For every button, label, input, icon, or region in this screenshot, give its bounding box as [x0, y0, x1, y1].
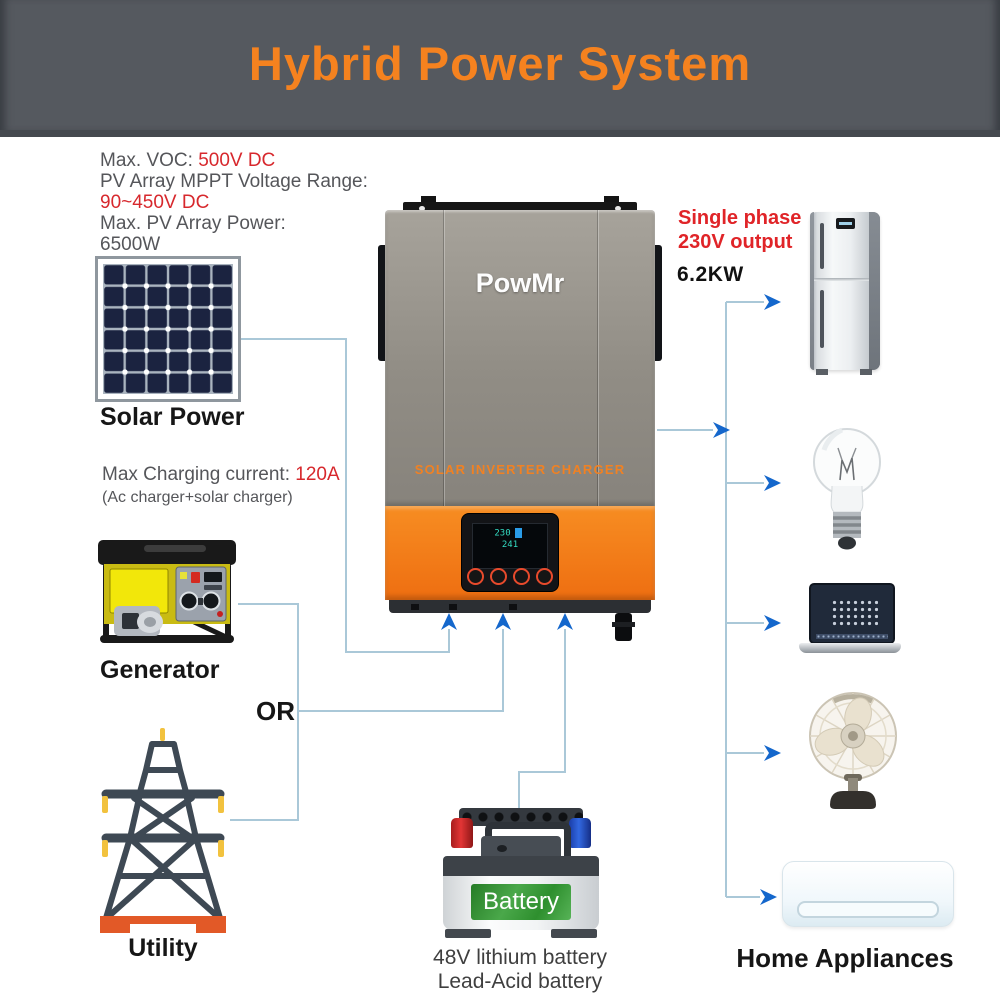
pv-specs: Max. VOC: 500V DC PV Array MPPT Voltage … — [100, 150, 368, 255]
button-enter — [536, 568, 553, 585]
display-panel: 230 241 — [462, 514, 558, 591]
inverter-image: PowMr SOLAR INVERTER CHARGER 230 241 — [378, 196, 662, 641]
charging-value: 120A — [295, 464, 340, 485]
mount-tab-left — [421, 196, 436, 204]
battery-badge: Battery — [471, 884, 571, 920]
refrigerator-icon — [810, 212, 880, 375]
home-appliances-label: Home Appliances — [736, 943, 954, 973]
arrow-right-ac-icon — [760, 889, 777, 905]
laptop-icon — [799, 583, 901, 653]
spec-power-value: 6500W — [100, 234, 161, 255]
generator-label: Generator — [100, 656, 220, 684]
inverter-terminal-strip — [389, 600, 651, 613]
or-label: OR — [256, 696, 295, 726]
brand-logo: PowMr — [475, 268, 565, 298]
output-phase-text: Single phase 230V output — [678, 207, 802, 253]
air-conditioner-icon — [782, 861, 954, 927]
charging-spec: Max Charging current: 120A — [102, 464, 340, 485]
wire-junction-to-inverter — [298, 629, 504, 712]
solar-power-label: Solar Power — [100, 403, 245, 431]
arrow-right-bulb-icon — [764, 475, 781, 491]
solar-panel-icon — [95, 256, 241, 407]
battery-negative-terminal — [569, 818, 591, 848]
pv-connector — [612, 613, 635, 641]
arrow-up-battery-port-icon — [557, 613, 573, 630]
battery-icon: Battery — [443, 806, 599, 938]
mount-tab-right — [604, 196, 619, 204]
button-up — [490, 568, 507, 585]
page-title: Hybrid Power System — [248, 37, 752, 90]
output-power-text: 6.2KW — [677, 263, 744, 286]
spec-voc: Max. VOC: 500V DC — [100, 150, 276, 171]
battery-caption: 48V lithium battery Lead-Acid battery — [433, 946, 607, 993]
spec-power-label: Max. PV Array Power: — [100, 213, 286, 234]
light-bulb-icon — [812, 420, 882, 557]
panel-buttons — [462, 568, 558, 585]
arrow-up-pv-input-icon — [441, 613, 457, 630]
spec-mppt-label: PV Array MPPT Voltage Range: — [100, 171, 368, 192]
arrow-up-ac-input-icon — [495, 613, 511, 630]
inverter-tagline: SOLAR INVERTER CHARGER — [414, 462, 626, 477]
voc-value: 500V DC — [198, 150, 276, 171]
arrow-right-fan-icon — [764, 745, 781, 761]
utility-label: Utility — [128, 934, 198, 962]
utility-tower-icon — [88, 728, 238, 945]
charging-note: (Ac charger+solar charger) — [102, 489, 293, 506]
inverter-body — [385, 210, 655, 506]
wire-inverter-to-battery — [518, 629, 566, 812]
arrow-right-refrigerator-icon — [764, 294, 781, 310]
button-esc — [467, 568, 484, 585]
header-banner: Hybrid Power System — [0, 0, 1000, 137]
battery-positive-terminal — [451, 818, 473, 848]
wire-solar-to-inverter — [240, 338, 450, 653]
spec-mppt-value: 90~450V DC — [100, 192, 210, 213]
button-down — [513, 568, 530, 585]
generator-icon — [92, 536, 242, 655]
fan-icon — [808, 690, 898, 815]
arrow-right-laptop-icon — [764, 615, 781, 631]
lcd-screen: 230 241 — [472, 523, 548, 569]
battery-glyph-icon — [514, 528, 522, 538]
arrow-right-output-icon — [713, 422, 730, 438]
